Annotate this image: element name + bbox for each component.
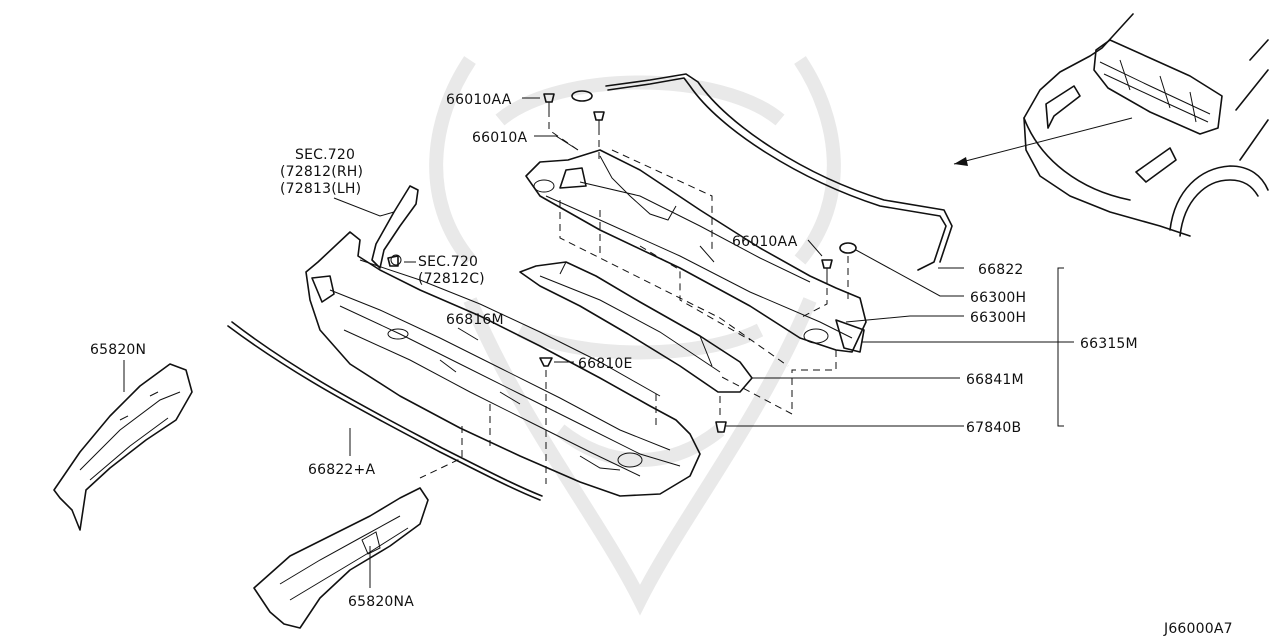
assembly-guide-lines (419, 110, 849, 484)
label-sec720-b-sub: (72812C) (418, 271, 485, 287)
label-66300h-a: 66300H (970, 290, 1026, 306)
label-sec720-b: SEC.720 (418, 254, 478, 270)
part-labels: 66010AA 66010A SEC.720 (72812(RH) (72813… (90, 92, 1233, 637)
label-65820n: 65820N (90, 342, 146, 358)
vehicle-location-view (953, 13, 1269, 237)
cowl-top-seal (605, 73, 953, 271)
diagram-code: J66000A7 (1163, 621, 1233, 637)
label-66300h-b: 66300H (970, 310, 1026, 326)
label-sec720-rh: (72812(RH) (280, 164, 363, 180)
label-65820na: 65820NA (348, 594, 414, 610)
cowl-top-lower-cover (519, 261, 753, 393)
label-66822a: 66822+A (308, 462, 375, 478)
leader-lines (123, 97, 1074, 588)
label-66816m: 66816M (446, 312, 504, 328)
label-66810e: 66810E (578, 356, 633, 372)
label-66841m: 66841M (966, 372, 1024, 388)
label-sec720-lh: (72813(LH) (280, 181, 361, 197)
label-sec720-title: SEC.720 (295, 147, 355, 163)
label-66010aa-top: 66010AA (446, 92, 512, 108)
cowl-top-main-panel (305, 231, 701, 497)
side-bracket-lh (253, 487, 429, 629)
fasteners (387, 90, 857, 433)
watermark-emblem (429, 56, 841, 616)
label-66315m: 66315M (1080, 336, 1138, 352)
wiper-bracket (371, 185, 419, 269)
cowl-front-seal (227, 321, 543, 501)
label-67840b: 67840B (966, 420, 1021, 436)
label-66010aa-right: 66010AA (732, 234, 798, 250)
cowl-top-extension (525, 149, 867, 353)
label-66822: 66822 (978, 262, 1024, 278)
label-66010a: 66010A (472, 130, 528, 146)
side-bracket-rh (53, 363, 193, 531)
